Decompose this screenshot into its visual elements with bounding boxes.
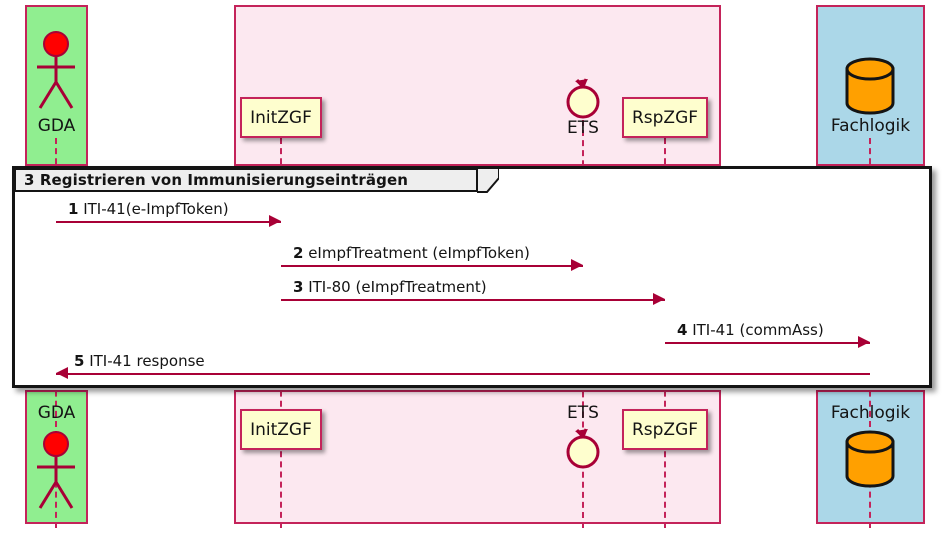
actor-stick-figure-icon-bottom (26, 430, 86, 512)
message-1-arrowhead-icon (269, 215, 281, 227)
message-1-label: 1 ITI-41(e-ImpfToken) (68, 200, 229, 218)
participant-box-rspzgf-top[interactable]: RspZGF (622, 97, 708, 138)
database-cylinder-icon-fachlogik-bottom (841, 428, 899, 490)
message-5-label: 5 ITI-41 response (74, 352, 205, 370)
message-2-label: 2 eImpfTreatment (eImpfToken) (293, 244, 530, 262)
participant-label-fachlogik-top: Fachlogik (830, 116, 911, 136)
message-3-line (281, 299, 665, 301)
message-5-line (56, 373, 870, 375)
message-5-arrowhead-icon (56, 367, 68, 379)
message-4-label: 4 ITI-41 (commAss) (677, 321, 824, 339)
fragment-header-notch-icon (476, 167, 500, 193)
message-3-label: 3 ITI-80 (eImpfTreatment) (293, 278, 487, 296)
control-circle-icon-ets-bottom (563, 428, 603, 470)
participant-label-fachlogik-bottom: Fachlogik (830, 403, 911, 423)
message-1-line (56, 221, 281, 223)
participant-label-gda-bottom: GDA (37, 403, 76, 423)
fragment-header-label: 3 Registrieren von Immunisierungseinträg… (24, 171, 409, 189)
combined-fragment-box (12, 166, 932, 388)
actor-stick-figure-icon-top (26, 30, 86, 112)
participant-label-ets-top: ETS (567, 118, 599, 138)
fragment-header: 3 Registrieren von Immunisierungseinträg… (14, 168, 478, 192)
database-cylinder-icon-fachlogik-top (841, 55, 899, 117)
control-circle-icon-ets-top (563, 78, 603, 120)
message-2-line (281, 265, 583, 267)
participant-box-rspzgf-bottom[interactable]: RspZGF (622, 409, 708, 450)
message-2-arrowhead-icon (571, 259, 583, 271)
system-group-box-top (234, 5, 721, 166)
participant-box-initzgf-top[interactable]: InitZGF (240, 97, 322, 138)
message-3-arrowhead-icon (653, 293, 665, 305)
participant-label-ets-bottom: ETS (567, 403, 599, 423)
participant-label-gda-top: GDA (37, 116, 76, 136)
participant-box-initzgf-bottom[interactable]: InitZGF (240, 409, 322, 450)
message-4-line (665, 342, 870, 344)
message-4-arrowhead-icon (858, 336, 870, 348)
